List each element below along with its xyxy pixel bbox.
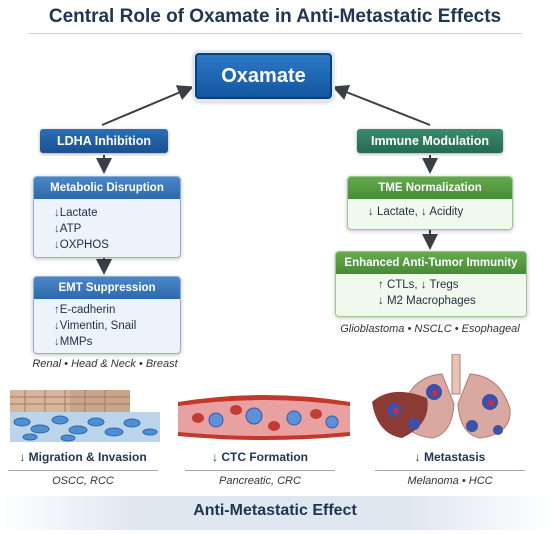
title-divider [28, 33, 522, 34]
migration-invasion-label: ↓ Migration & Invasion [19, 450, 147, 464]
footer-band [0, 496, 550, 530]
ctc-formation-label: ↓ CTC Formation [212, 450, 308, 464]
immunity-line: ↑ CTLs, ↓ Tregs [378, 279, 459, 291]
anti-tumor-immunity-title: Enhanced Anti-Tumor Immunity [336, 252, 526, 274]
immunity-line: ↓ M2 Macrophages [378, 295, 476, 307]
tme-normalization-title: TME Normalization [348, 177, 512, 199]
metabolic-item: ↓ATP [54, 223, 82, 235]
ldha-inhibition-header: LDHA Inhibition [40, 129, 168, 153]
anti-tumor-immunity-card: Enhanced Anti-Tumor Immunity ↑ CTLs, ↓ T… [335, 251, 527, 317]
emt-suppression-title: EMT Suppression [34, 277, 180, 299]
metastasis-label: ↓ Metastasis [414, 450, 486, 464]
down-arrow-icon: ↓ [54, 336, 60, 348]
arrow-immune-to-oxamate [332, 84, 431, 126]
down-arrow-icon: ↓ [54, 207, 60, 219]
blood-vessel-illustration [178, 395, 350, 440]
footer-title: Anti-Metastatic Effect [193, 502, 357, 519]
oxamate-box: Oxamate [195, 53, 332, 99]
left-cancer-types: Renal • Head & Neck • Breast [32, 358, 178, 370]
divider [375, 470, 525, 471]
metabolic-disruption-card: Metabolic Disruption ↓Lactate ↓ATP ↓OXPH… [33, 176, 181, 258]
metastatic-organs-illustration [372, 354, 511, 439]
up-arrow-icon: ↑ [54, 304, 60, 316]
emt-suppression-card: EMT Suppression ↑E-cadherin ↓Vimentin, S… [33, 276, 181, 354]
arrow-ldha-to-oxamate [101, 85, 194, 126]
down-arrow-icon: ↓ [54, 320, 60, 332]
down-arrow-icon: ↓ [54, 223, 60, 235]
migration-invasion-note: OSCC, RCC [52, 475, 114, 487]
right-cancer-types: Glioblastoma • NSCLC • Esophageal [340, 323, 520, 335]
emt-item: ↓MMPs [54, 336, 93, 348]
cell-layer-illustration [10, 390, 160, 442]
metastasis-note: Melanoma • HCC [407, 475, 493, 487]
metabolic-item: ↓OXPHOS [54, 239, 109, 251]
page-title: Central Role of Oxamate in Anti-Metastat… [48, 6, 502, 27]
emt-item: ↑E-cadherin [54, 304, 116, 316]
divider [8, 470, 158, 471]
tme-line: ↓ Lactate, ↓ Acidity [368, 206, 464, 218]
down-arrow-icon: ↓ [54, 239, 60, 251]
ctc-formation-note: Pancreatic, CRC [219, 475, 301, 487]
tme-normalization-card: TME Normalization ↓ Lactate, ↓ Acidity [347, 176, 513, 230]
metabolic-item: ↓Lactate [54, 207, 98, 219]
divider [185, 470, 335, 471]
metabolic-disruption-title: Metabolic Disruption [34, 177, 180, 199]
emt-item: ↓Vimentin, Snail [54, 320, 137, 332]
immune-modulation-header: Immune Modulation [357, 129, 503, 153]
